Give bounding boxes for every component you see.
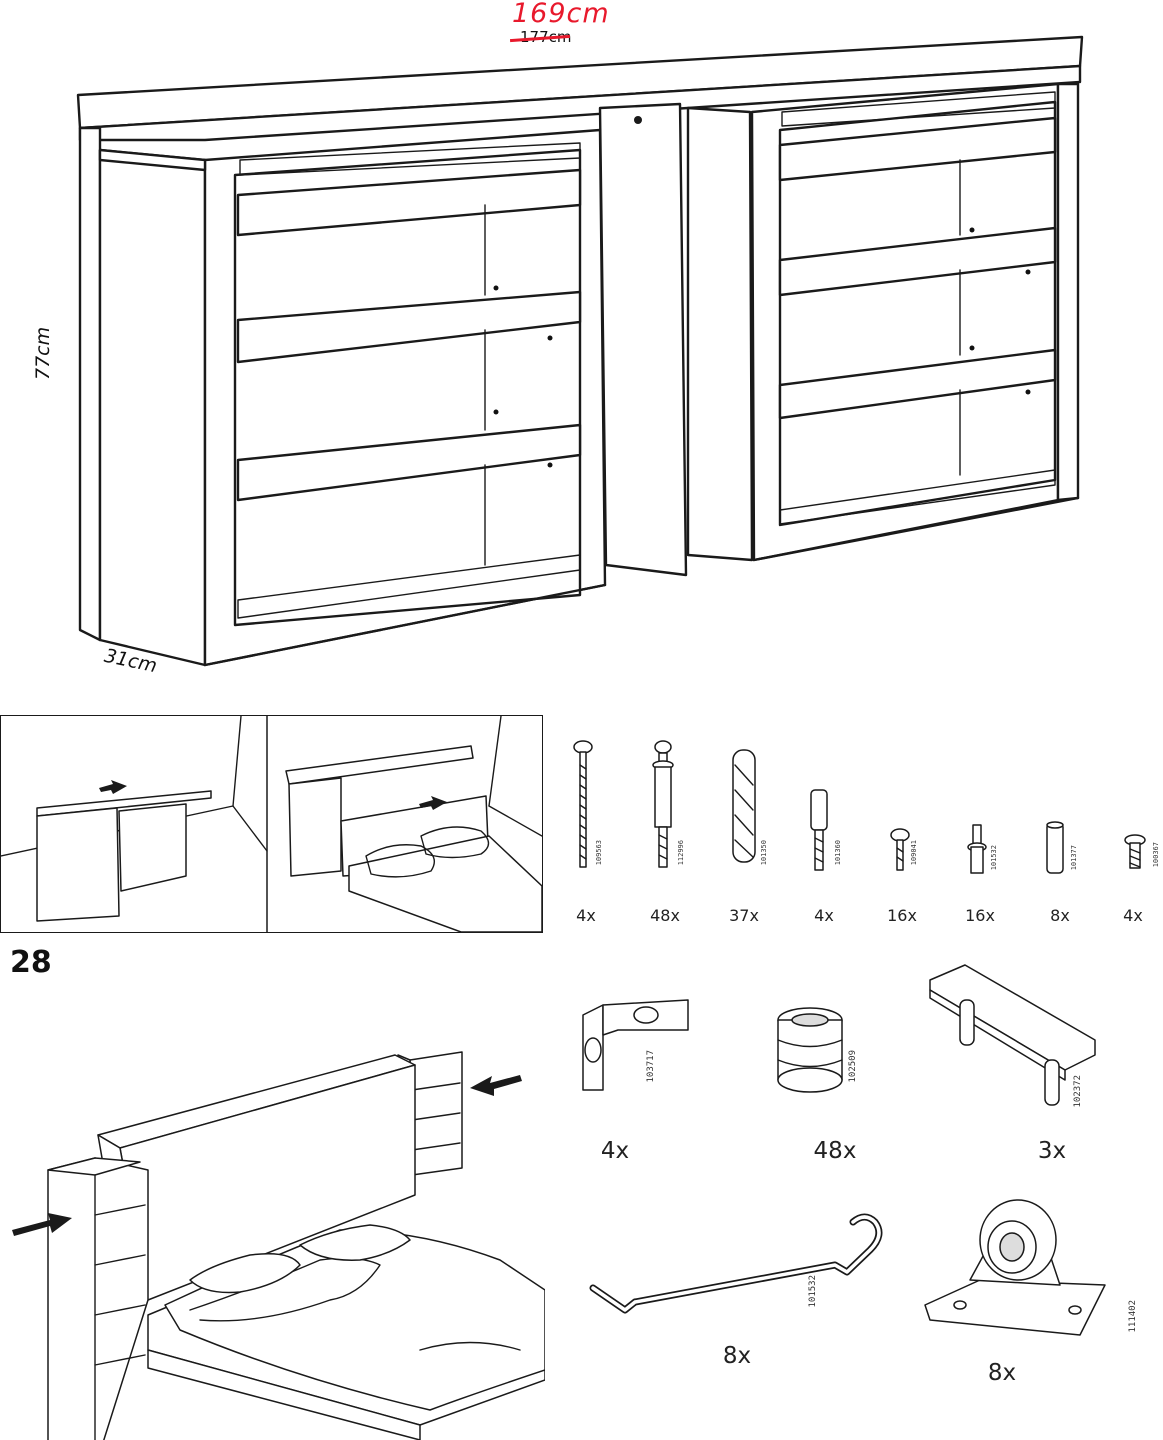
part-quantity: 48x <box>650 906 680 925</box>
part-quantity: 16x <box>887 906 917 925</box>
wood-dowel-icon <box>732 749 756 863</box>
part-code: 109563 <box>595 840 603 866</box>
part-code: 111402 <box>1128 1300 1138 1333</box>
wire-rod-icon <box>585 1210 895 1320</box>
handwritten-width-annotation: 169cm <box>512 0 610 29</box>
part-quantity: 4x <box>600 1138 630 1164</box>
part-quantity: 8x <box>1050 906 1070 925</box>
part-code: 101377 <box>1070 845 1078 871</box>
part-quantity: 4x <box>576 906 596 925</box>
part-code: 109041 <box>910 840 918 866</box>
screw-long-icon <box>573 740 593 868</box>
sleeve-screw-icon <box>810 789 828 871</box>
height-dimension-label: 77cm <box>32 326 54 380</box>
part-code: 103717 <box>646 1050 656 1083</box>
small-screw-icon <box>1124 834 1146 869</box>
cam-lock-nut-icon <box>770 1005 860 1095</box>
part-quantity: 8x <box>987 1360 1017 1386</box>
part-code: 101360 <box>834 840 842 866</box>
part-quantity: 4x <box>1123 906 1143 925</box>
cam-bolt-icon <box>652 740 674 868</box>
part-quantity: 16x <box>965 906 995 925</box>
step-number: 28 <box>10 945 52 980</box>
part-code: 101532 <box>808 1275 818 1308</box>
part-code: 101350 <box>760 840 768 866</box>
part-code: 102509 <box>848 1050 858 1083</box>
support-bracket-icon <box>925 960 1105 1120</box>
part-quantity: 37x <box>729 906 759 925</box>
part-code: 101532 <box>990 845 998 871</box>
placement-inset-panel <box>0 715 543 933</box>
part-code: 100367 <box>1152 842 1160 868</box>
bed-assembly-illustration <box>0 1050 545 1440</box>
hardware-parts-row1 <box>555 735 1163 935</box>
sleeve-nut-icon <box>1046 821 1064 874</box>
part-quantity: 8x <box>722 1343 752 1369</box>
part-quantity: 3x <box>1037 1138 1067 1164</box>
short-screw-icon <box>890 828 910 871</box>
part-quantity: 4x <box>814 906 834 925</box>
shelf-pin-icon <box>967 824 987 874</box>
headboard-storage-illustration <box>0 0 1163 690</box>
part-quantity: 48x <box>813 1138 857 1164</box>
caster-wheel-icon <box>920 1185 1120 1345</box>
part-code: 112996 <box>677 840 685 866</box>
angle-bracket-icon <box>578 995 693 1095</box>
part-code: 102372 <box>1073 1075 1083 1108</box>
